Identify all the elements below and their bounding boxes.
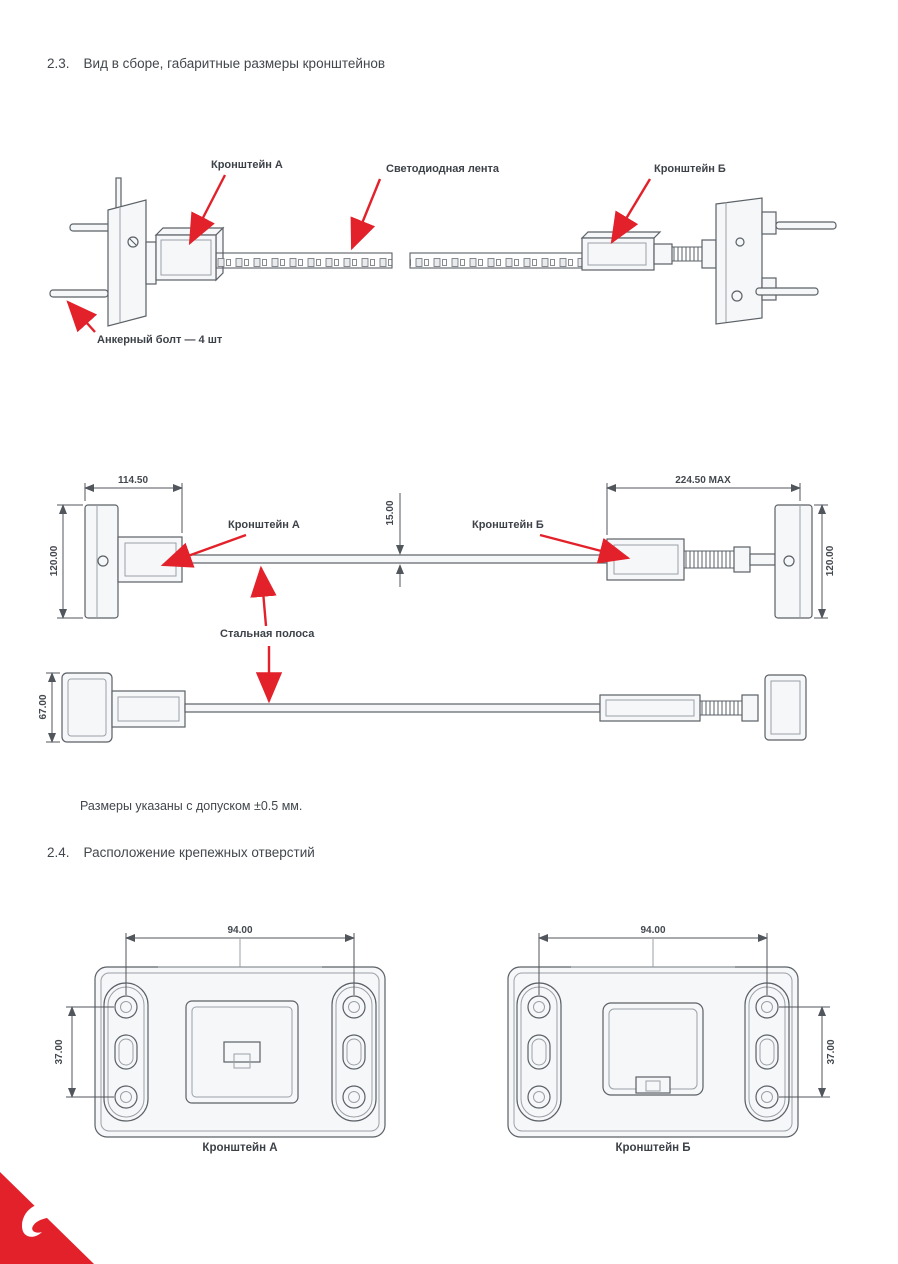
led-strip-segment-2 bbox=[409, 252, 583, 269]
bracket-b-callout-label: Кронштейн Б bbox=[472, 519, 544, 531]
section-2-4-number: 2.4. bbox=[47, 845, 70, 860]
dim-side-height: 67.00 bbox=[38, 672, 60, 743]
wall-plate-right bbox=[715, 197, 763, 325]
mount-slot bbox=[527, 1034, 551, 1070]
anchor-bolt-bottom-right bbox=[755, 287, 819, 296]
mount-slot bbox=[755, 1034, 779, 1070]
front-elevation bbox=[84, 504, 813, 619]
svg-text:224.50 MAX: 224.50 MAX bbox=[675, 475, 731, 486]
bracket-a-assembly bbox=[49, 177, 225, 327]
brand-corner bbox=[0, 1172, 94, 1264]
led-strip-segment-1 bbox=[215, 252, 393, 269]
clip-feature bbox=[223, 1041, 261, 1063]
dim-bracket-a-width: 114.50 bbox=[84, 475, 183, 533]
nut bbox=[741, 694, 759, 722]
svg-text:37.00: 37.00 bbox=[54, 1039, 65, 1064]
mount-slot bbox=[114, 1034, 138, 1070]
svg-text:120.00: 120.00 bbox=[825, 545, 836, 576]
assembly-view-drawing: Кронштейн А Светодиодная лента Кронштейн… bbox=[49, 159, 837, 346]
dim-plate-height-right: 120.00 bbox=[814, 504, 836, 619]
anchor-bolt-top-right bbox=[775, 221, 837, 230]
section-2-4-heading: 2.4. Расположение крепежных отверстий bbox=[47, 845, 315, 860]
svg-text:94.00: 94.00 bbox=[227, 925, 252, 936]
steel-strip-arrow-up bbox=[250, 565, 277, 627]
screw bbox=[731, 290, 743, 302]
section-2-3-heading: 2.3. Вид в сборе, габаритные размеры кро… bbox=[47, 56, 385, 71]
side-view bbox=[61, 672, 807, 743]
dim-b-vertical: 37.00 bbox=[779, 1006, 837, 1098]
svg-text:120.00: 120.00 bbox=[49, 545, 60, 576]
svg-text:114.50: 114.50 bbox=[118, 475, 148, 486]
svg-text:15.00: 15.00 bbox=[385, 500, 396, 525]
section-2-3-number: 2.3. bbox=[47, 56, 70, 71]
bracket-b-callout-arrow bbox=[539, 533, 631, 564]
anchor-bolt-callout-label: Анкерный болт — 4 шт bbox=[97, 334, 223, 346]
led-strip-callout-arrow bbox=[350, 178, 382, 251]
bracket-a-callout-arrow bbox=[188, 174, 227, 246]
nut bbox=[701, 239, 717, 269]
mount-hole bbox=[114, 1085, 138, 1109]
section-2-4-title: Расположение крепежных отверстий bbox=[83, 845, 315, 860]
led-strip-callout-label: Светодиодная лента bbox=[386, 163, 500, 175]
mount-hole bbox=[342, 995, 366, 1019]
brand-logo-icon bbox=[22, 1203, 58, 1237]
bracket-a-hole-layout: 94.00 37.00 Кронштейн А bbox=[54, 925, 386, 1154]
mount-hole bbox=[755, 995, 779, 1019]
bracket-b-callout-arrow bbox=[610, 178, 652, 245]
dim-plate-height-left: 120.00 bbox=[49, 504, 83, 619]
bracket-a-body bbox=[155, 234, 217, 281]
mount-hole bbox=[527, 995, 551, 1019]
wall-plate-left bbox=[107, 199, 147, 327]
mounting-holes-drawing: 94.00 37.00 Кронштейн А bbox=[54, 925, 837, 1154]
brand-triangle bbox=[0, 1172, 94, 1264]
wall-plate-left bbox=[61, 672, 113, 743]
wall-plate-right bbox=[764, 674, 807, 741]
section-2-3-title: Вид в сборе, габаритные размеры кронштей… bbox=[83, 56, 386, 71]
bracket-b-assembly bbox=[580, 197, 837, 325]
bracket-b-caption: Кронштейн Б bbox=[615, 1142, 690, 1154]
svg-text:67.00: 67.00 bbox=[38, 694, 49, 719]
clip-feature bbox=[635, 1076, 671, 1094]
dim-a-vertical: 37.00 bbox=[54, 1006, 114, 1098]
led-strip bbox=[215, 252, 583, 269]
mount-hole bbox=[114, 995, 138, 1019]
bracket-a-callout-label: Кронштейн А bbox=[211, 159, 283, 171]
steel-strip-side bbox=[184, 703, 601, 713]
tolerance-note: Размеры указаны с допуском ±0.5 мм. bbox=[80, 799, 303, 813]
mount-hole bbox=[342, 1085, 366, 1109]
anchor-bolt-bottom-left bbox=[49, 289, 109, 298]
bracket-b-callout-label: Кронштейн Б bbox=[654, 163, 726, 175]
threaded-rod bbox=[683, 550, 735, 569]
plate-tab bbox=[115, 177, 122, 211]
mount-slot bbox=[342, 1034, 366, 1070]
svg-text:37.00: 37.00 bbox=[826, 1039, 837, 1064]
svg-text:94.00: 94.00 bbox=[640, 925, 665, 936]
bracket-a-callout-label: Кронштейн А bbox=[228, 519, 300, 531]
mount-hole bbox=[527, 1085, 551, 1109]
bracket-a-caption: Кронштейн А bbox=[202, 1142, 277, 1154]
bracket-b-hole-layout: 94.00 37.00 Кронштейн Б bbox=[507, 925, 837, 1154]
steel-strip-callout-label: Стальная полоса bbox=[220, 628, 315, 640]
center-boss bbox=[602, 1002, 704, 1096]
bracket-a-callout-arrow bbox=[160, 533, 247, 568]
dim-strip-height: 15.00 bbox=[385, 493, 404, 587]
mount-hole bbox=[755, 1085, 779, 1109]
dim-bracket-b-width: 224.50 MAX bbox=[606, 475, 801, 535]
steel-strip-front bbox=[181, 554, 608, 564]
dim-b-horizontal: 94.00 bbox=[538, 925, 768, 995]
anchor-bolt-callout-arrow bbox=[66, 300, 98, 333]
nut bbox=[733, 546, 751, 573]
bracket-a-body bbox=[117, 536, 183, 583]
bracket-b-body bbox=[599, 694, 701, 722]
dimension-view-drawing: 114.50 224.50 MAX 15.00 120.00 120.00 bbox=[38, 475, 836, 743]
dim-a-horizontal: 94.00 bbox=[125, 925, 355, 995]
threaded-rod bbox=[671, 246, 703, 262]
bracket-a-body bbox=[111, 690, 186, 728]
threaded-rod bbox=[699, 700, 743, 716]
